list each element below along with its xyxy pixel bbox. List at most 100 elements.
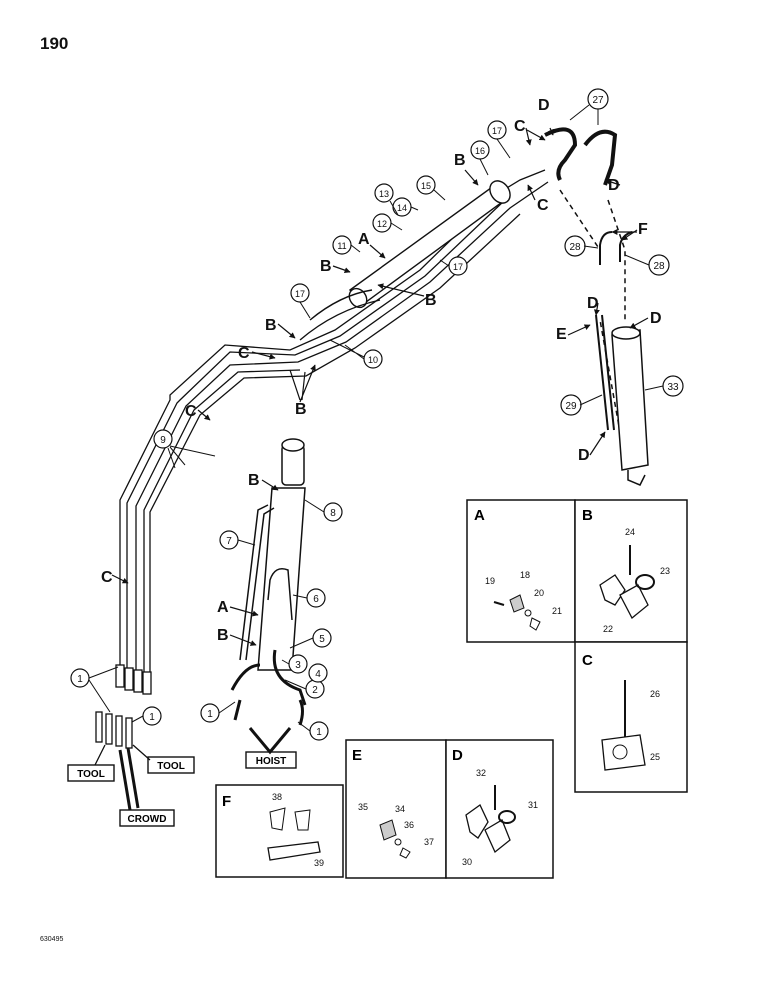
svg-text:13: 13 (379, 189, 389, 199)
svg-text:24: 24 (625, 527, 635, 537)
port-hoist: HOIST (245, 751, 297, 769)
detail-panel-d: D 30 31 32 (445, 739, 554, 879)
svg-text:18: 18 (520, 570, 530, 580)
letter-d-4: D (650, 310, 662, 327)
tool-right-label: TOOL (157, 761, 185, 772)
callout-1b: 1 (142, 706, 162, 726)
callout-12: 12 (372, 213, 392, 233)
hoist-cylinder-8 (230, 438, 307, 726)
svg-text:30: 30 (462, 857, 472, 867)
letter-b-5: B (295, 401, 307, 418)
svg-text:9: 9 (160, 435, 166, 446)
svg-text:2: 2 (312, 685, 318, 696)
svg-text:1: 1 (207, 709, 213, 720)
detail-panel-a: A 18 19 20 21 (466, 499, 576, 643)
svg-text:32: 32 (476, 768, 486, 778)
svg-text:11: 11 (337, 241, 346, 251)
svg-text:10: 10 (368, 355, 378, 365)
svg-text:25: 25 (650, 752, 660, 762)
letter-d-3: D (587, 295, 599, 312)
letter-b-6: B (248, 472, 260, 489)
svg-text:28: 28 (653, 261, 665, 272)
callout-11: 11 (332, 235, 352, 255)
port-crowd: CROWD (119, 809, 175, 827)
svg-text:14: 14 (397, 203, 407, 213)
callout-3: 3 (288, 654, 308, 674)
callout-15: 15 (416, 175, 436, 195)
callout-1d: 1 (309, 721, 329, 741)
letter-c-4: C (185, 403, 197, 420)
tool-left-label: TOOL (77, 769, 105, 780)
svg-text:17: 17 (453, 262, 463, 272)
panel-d-title: D (452, 747, 463, 764)
callout-5: 5 (312, 628, 332, 648)
letter-b-3: B (425, 292, 437, 309)
callout-8: 8 (323, 502, 343, 522)
svg-text:22: 22 (603, 624, 613, 634)
callout-2: 2 (305, 679, 325, 699)
svg-text:1: 1 (149, 712, 155, 723)
letter-e-1: E (556, 326, 567, 343)
callout-27: 27 (587, 88, 609, 110)
letter-b-4: B (265, 317, 277, 334)
panel-b-title: B (582, 507, 593, 524)
letter-a-2: A (217, 599, 229, 616)
svg-text:15: 15 (421, 181, 431, 191)
callout-10: 10 (363, 349, 383, 369)
letter-c-1: C (514, 118, 526, 135)
svg-text:12: 12 (377, 219, 387, 229)
svg-text:33: 33 (667, 382, 679, 393)
svg-text:16: 16 (475, 146, 485, 156)
detail-panel-b: B 22 23 24 (574, 499, 688, 643)
svg-text:38: 38 (272, 792, 282, 802)
svg-text:7: 7 (226, 536, 232, 547)
callout-7: 7 (219, 530, 239, 550)
crowd-label: CROWD (128, 814, 167, 825)
letter-d-1: D (538, 97, 550, 114)
callout-17b: 17 (448, 256, 468, 276)
callout-29: 29 (560, 394, 582, 416)
cylinder-33 (611, 326, 649, 486)
detail-panel-c: C 25 26 (574, 641, 688, 793)
callout-28b: 28 (648, 254, 670, 276)
svg-text:34: 34 (395, 804, 405, 814)
svg-text:21: 21 (552, 606, 562, 616)
callout-17a: 17 (487, 120, 507, 140)
svg-text:35: 35 (358, 802, 368, 812)
upper-boom-cylinder (299, 180, 511, 341)
letter-c-2: C (537, 197, 549, 214)
svg-text:17: 17 (295, 289, 305, 299)
callout-28a: 28 (564, 235, 586, 257)
svg-text:28: 28 (569, 242, 581, 253)
tube-29 (595, 314, 615, 431)
figure-code: 630495 (40, 936, 64, 943)
svg-text:1: 1 (77, 674, 83, 685)
svg-text:39: 39 (314, 858, 324, 868)
tube-fittings (95, 664, 152, 749)
callout-16: 16 (470, 140, 490, 160)
callout-17c: 17 (290, 283, 310, 303)
letter-d-5: D (578, 447, 590, 464)
callout-6: 6 (306, 588, 326, 608)
panel-f-title: F (222, 793, 231, 810)
svg-text:8: 8 (330, 508, 336, 519)
svg-text:6: 6 (313, 594, 319, 605)
svg-text:1: 1 (316, 727, 322, 738)
callout-4: 4 (308, 663, 328, 683)
svg-text:23: 23 (660, 566, 670, 576)
letter-a-1: A (358, 231, 370, 248)
hoist-label: HOIST (256, 756, 287, 767)
letter-d-2: D (608, 177, 620, 194)
callout-13: 13 (374, 183, 394, 203)
port-tool-left: TOOL (67, 764, 115, 782)
callout-1a: 1 (70, 668, 90, 688)
svg-text:29: 29 (565, 401, 577, 412)
svg-text:31: 31 (528, 800, 538, 810)
letter-c-3: C (238, 345, 250, 362)
svg-text:20: 20 (534, 588, 544, 598)
svg-text:3: 3 (295, 660, 301, 671)
svg-text:26: 26 (650, 689, 660, 699)
svg-text:17: 17 (492, 126, 502, 136)
letter-f-1: F (638, 221, 648, 238)
callout-33: 33 (662, 375, 684, 397)
